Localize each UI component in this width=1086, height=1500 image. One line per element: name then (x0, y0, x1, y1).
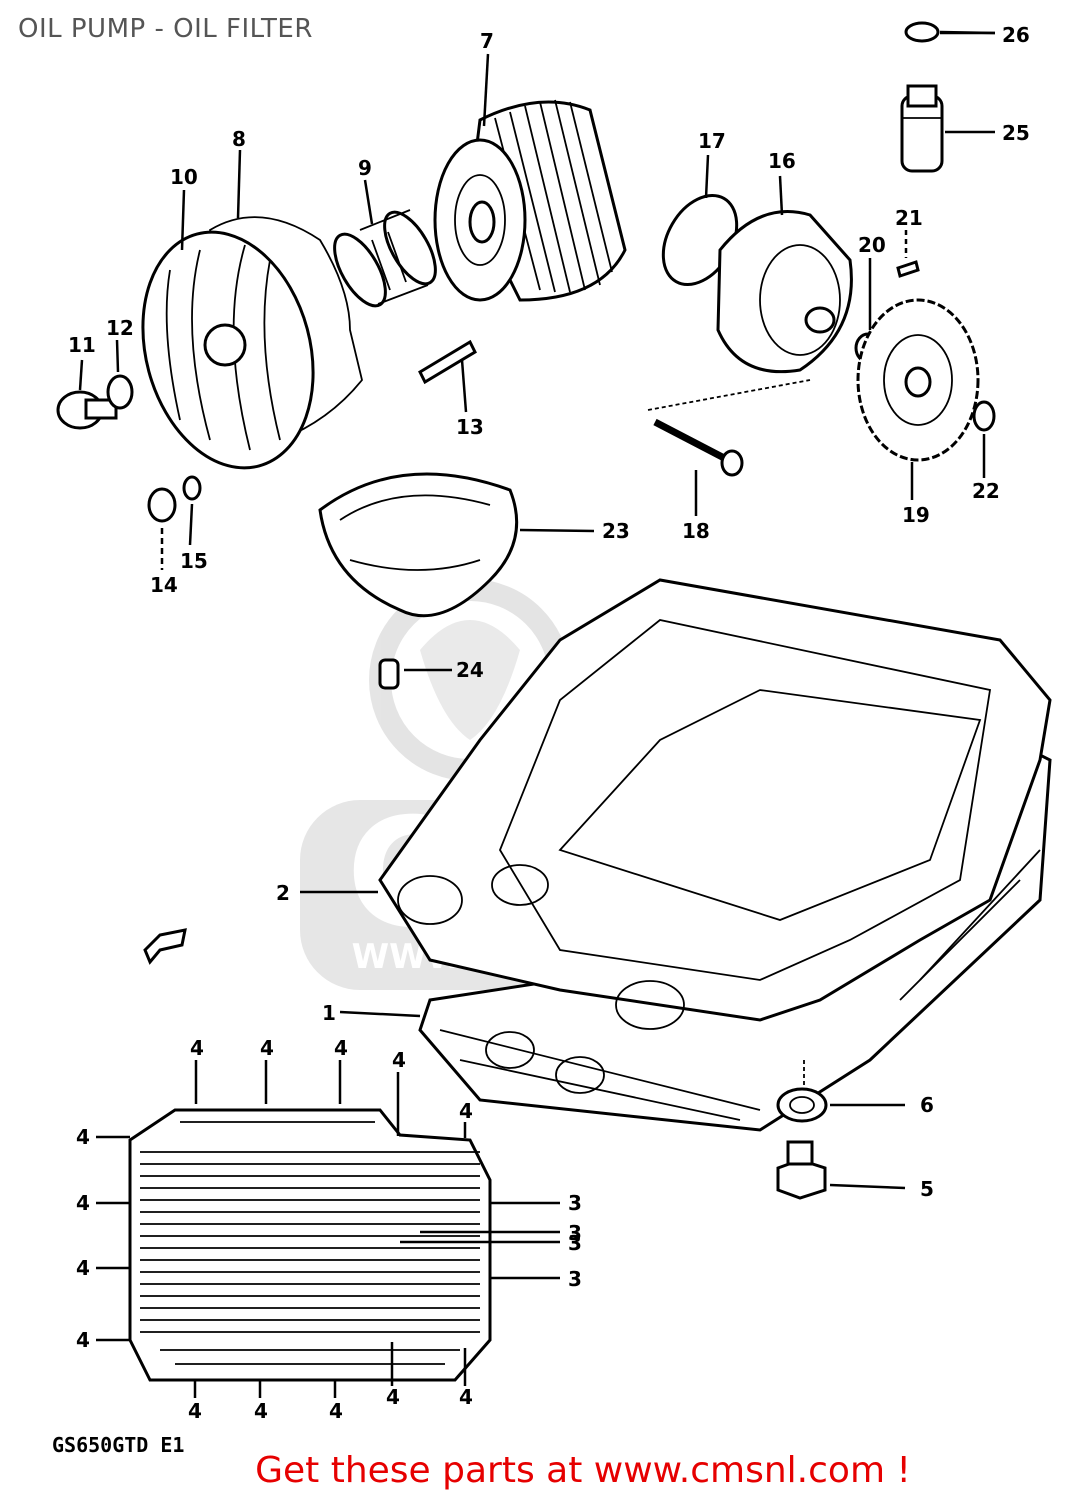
part-24-bolt (378, 658, 452, 690)
callout-19: 19 (902, 503, 930, 527)
part-13-pipe (418, 339, 477, 413)
callout-10: 10 (170, 165, 198, 189)
callout-3a: 3 (568, 1191, 582, 1215)
callout-labels: 1 2 3 3 3 3 4 4 4 4 4 4 4 4 4 4 4 4 4 4 … (68, 23, 1030, 1423)
callout-18: 18 (682, 519, 710, 543)
part-10-filter-cover (141, 189, 315, 470)
page-title: OIL PUMP - OIL FILTER (18, 14, 313, 44)
callout-4i: 4 (76, 1328, 90, 1352)
callout-4b: 4 (260, 1036, 274, 1060)
part-19-gear (856, 298, 980, 500)
callout-4e: 4 (459, 1099, 473, 1123)
leader-lines (939, 30, 996, 35)
part-7-oil-filter (433, 53, 627, 302)
part-23-strainer (318, 472, 595, 618)
callout-2: 2 (276, 881, 290, 905)
callout-20: 20 (858, 233, 886, 257)
callout-8: 8 (232, 127, 246, 151)
callout-14: 14 (150, 573, 178, 597)
callout-1: 1 (322, 1001, 336, 1025)
callout-17: 17 (698, 129, 726, 153)
part-25-fitting (900, 84, 995, 173)
callout-4k: 4 (254, 1399, 268, 1423)
part-18-bolt (647, 379, 811, 516)
part-14-dowel (147, 487, 177, 570)
callout-5: 5 (920, 1177, 934, 1201)
callout-4j: 4 (188, 1399, 202, 1423)
callout-6: 6 (920, 1093, 934, 1117)
callout-4d: 4 (392, 1048, 406, 1072)
part-12-washer (106, 339, 134, 410)
callout-26: 26 (1002, 23, 1030, 47)
part-11-bolt (56, 359, 118, 430)
part-2-gasket (300, 578, 1052, 1030)
callout-4g: 4 (76, 1191, 90, 1215)
footer-link-text[interactable]: Get these parts at www.cmsnl.com ! (255, 1450, 911, 1491)
callout-23: 23 (602, 519, 630, 543)
callout-4h: 4 (76, 1256, 90, 1280)
callout-25: 25 (1002, 121, 1030, 145)
callout-15: 15 (180, 549, 208, 573)
callout-21: 21 (895, 206, 923, 230)
part-6-washer (776, 1060, 905, 1123)
callout-24: 24 (456, 658, 484, 682)
callout-22: 22 (972, 479, 1000, 503)
callout-9: 9 (358, 156, 372, 180)
part-9-spring (333, 179, 437, 308)
callout-4n: 4 (459, 1385, 473, 1409)
part-15-o-ring (182, 475, 202, 546)
callout-3b: 3 (568, 1221, 582, 1245)
callout-4a: 4 (190, 1036, 204, 1060)
callout-4f: 4 (76, 1125, 90, 1149)
model-code: GS650GTD E1 (52, 1433, 185, 1457)
callout-4c: 4 (334, 1036, 348, 1060)
callout-3d: 3 (568, 1267, 582, 1291)
callout-4m: 4 (386, 1385, 400, 1409)
part-16-oil-pump (716, 175, 853, 374)
part-21-pin (896, 230, 920, 278)
callout-3c: 3 (568, 1231, 582, 1255)
part-22-circlip (972, 400, 996, 478)
callout-4l: 4 (329, 1399, 343, 1423)
part-8-gasket (209, 149, 363, 442)
front-arrow-icon (143, 928, 187, 965)
callout-12: 12 (106, 316, 134, 340)
callout-7: 7 (480, 29, 494, 53)
oil-pan-cover (96, 1060, 560, 1398)
footer-link[interactable]: Get these parts at www.cmsnl.com ! (0, 1450, 1086, 1491)
callout-11: 11 (68, 333, 96, 357)
part-5-drain-plug (776, 1140, 906, 1200)
callout-16: 16 (768, 149, 796, 173)
callout-13: 13 (456, 415, 484, 439)
